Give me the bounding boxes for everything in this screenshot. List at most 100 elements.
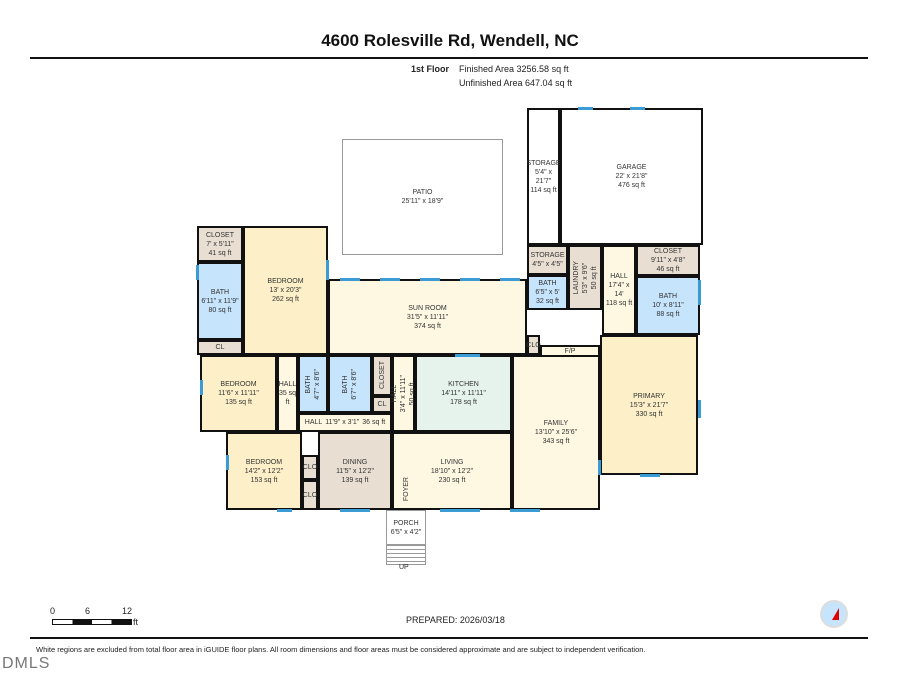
window: [578, 107, 593, 110]
room-name: BATH: [538, 280, 557, 287]
compass-icon: [820, 600, 848, 628]
room-area: 343 sq ft: [542, 438, 570, 445]
room-name: DINING: [342, 458, 368, 466]
room-dims: 14'11" x 11'11": [441, 390, 486, 397]
room-foyer: FOYER: [398, 470, 414, 508]
room-name: CLO: [526, 341, 541, 349]
window: [640, 474, 660, 477]
page-title: 4600 Rolesville Rd, Wendell, NC: [321, 31, 579, 50]
room-name: FAMILY: [543, 420, 569, 427]
window: [277, 509, 292, 512]
room-area: 139 sq ft: [341, 476, 369, 484]
room-name: BATH: [210, 288, 230, 296]
window: [440, 509, 480, 512]
room-hall: HALL 17'4" x 14' 118 sq ft: [602, 245, 636, 335]
room-area: 153 sq ft: [250, 476, 278, 484]
window: [420, 278, 440, 281]
scale-bar: 0 6 12 ft: [50, 606, 145, 628]
disclaimer: White regions are excluded from total fl…: [36, 645, 646, 654]
room-label: CL: [378, 400, 387, 409]
scale-unit: ft: [133, 617, 139, 627]
window: [630, 107, 645, 110]
dmls-logo: DMLS: [2, 655, 51, 672]
room-dims: 11'6" x 11'11": [218, 390, 259, 397]
room-area: 330 sq ft: [635, 410, 663, 418]
room-name: CL: [215, 344, 225, 351]
room-name: HALL: [610, 273, 628, 280]
room-dims: 22' x 21'8": [615, 173, 648, 180]
room-area: 80 sq ft: [208, 306, 232, 314]
room-name: HALL: [304, 419, 323, 426]
room-dims: 18'10" x 12'2": [430, 467, 474, 475]
room-name: FOYER: [402, 476, 410, 502]
room-name: CLOSET: [378, 361, 386, 390]
header-divider: [30, 57, 868, 59]
room-name: BEDROOM: [245, 458, 283, 466]
window: [510, 509, 540, 512]
room-dims: 3'4" x 11'11": [400, 374, 407, 413]
room-dims: 7' x 5'11": [206, 240, 234, 248]
scale-tick-0: 0: [50, 606, 56, 616]
room-name: CLOSET: [205, 231, 234, 239]
window: [500, 278, 520, 281]
room-area: 41 sq ft: [208, 249, 232, 257]
room-dims: 11'9" x 3'1": [325, 419, 360, 426]
room-name: LIVING: [440, 458, 464, 466]
room-dims: 17'4" x 14': [608, 282, 630, 298]
room-dims: 6'7" x 8'6": [351, 368, 358, 400]
room-name: BATH: [305, 374, 312, 394]
prepared-date: PREPARED: 2026/03/18: [406, 615, 505, 625]
scale-tick-6: 6: [85, 606, 91, 616]
room-name: F/P: [564, 347, 576, 355]
room-label: FOYER: [402, 477, 411, 501]
room-dims: 31'5" x 11'11": [406, 313, 449, 321]
room-label: CLO: [303, 463, 317, 472]
room-area: 36 sq ft: [362, 419, 386, 426]
room-name: CL: [377, 401, 387, 408]
room-dims: 6'5" x 4'2": [390, 528, 422, 536]
room-name: GARAGE: [616, 164, 647, 171]
room-label: CLO: [303, 491, 317, 500]
room-name: BEDROOM: [267, 278, 304, 285]
room-name: CLO: [302, 491, 318, 499]
window: [598, 460, 601, 475]
room-label: CLO: [526, 341, 540, 350]
window: [455, 354, 480, 357]
window: [698, 280, 701, 305]
room-dims: 5'4" x 21'7": [534, 168, 553, 185]
room-dims: 14'2" x 12'2": [244, 467, 284, 475]
room-area: 374 sq ft: [414, 322, 441, 330]
room-area: 118 sq ft: [605, 300, 633, 307]
window: [698, 400, 701, 418]
room-clo: CLO: [302, 480, 318, 510]
room-label: CLOSET: [378, 361, 387, 389]
room-area: 88 sq ft: [656, 311, 680, 318]
room-name: BATH: [342, 374, 349, 394]
